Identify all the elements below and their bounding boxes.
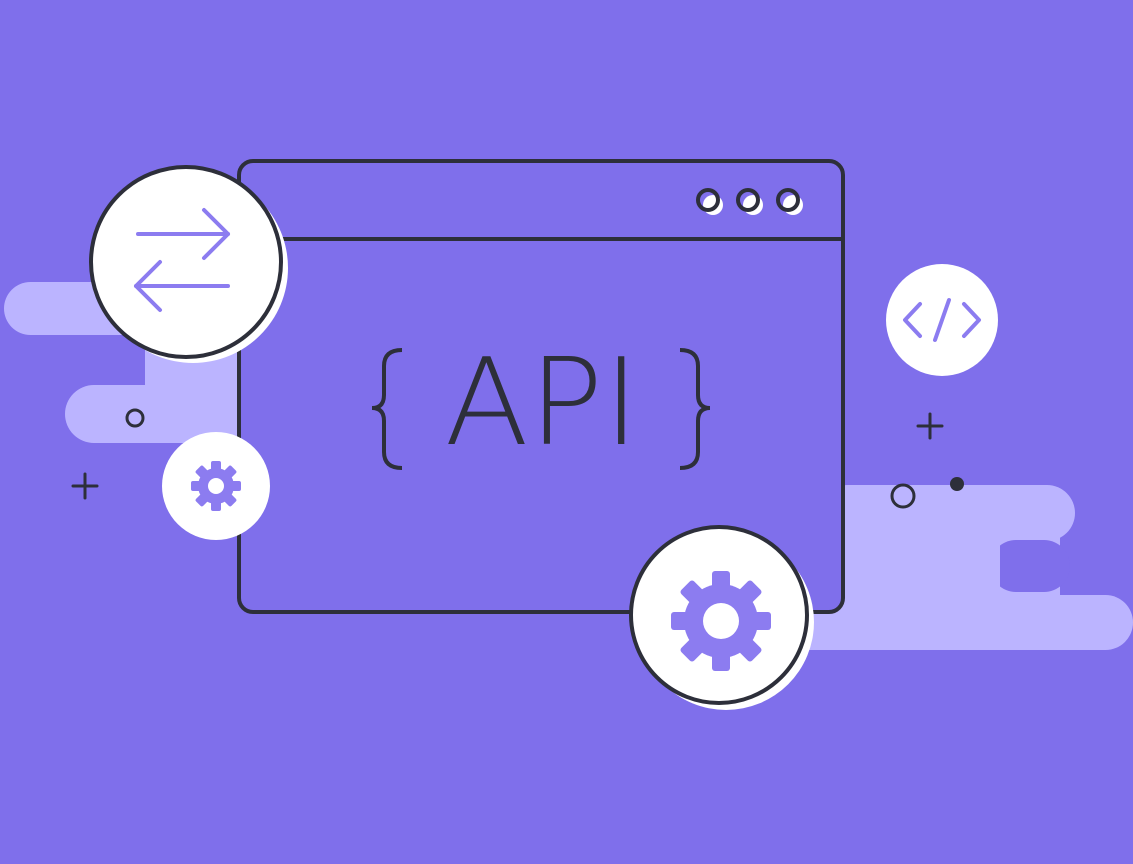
right-cloud	[780, 485, 1133, 650]
browser-window	[237, 159, 845, 614]
gear-icon	[191, 461, 241, 511]
ring-mark-right	[890, 483, 916, 509]
dot-mark-right	[950, 477, 964, 491]
plus-mark-right	[916, 412, 944, 440]
transfer-badge	[89, 165, 288, 363]
plus-mark-left	[71, 472, 99, 500]
small-gear-badge	[162, 432, 270, 540]
ring-mark-left	[125, 408, 145, 428]
large-gear-badge	[629, 525, 814, 710]
window-dot-3	[776, 188, 803, 215]
code-brackets-icon	[903, 298, 981, 342]
window-dot-1	[696, 188, 723, 215]
api-heading: API	[371, 334, 711, 473]
api-text: API	[445, 334, 640, 473]
close-brace	[679, 348, 711, 470]
decorations	[71, 408, 944, 509]
window-dot-2	[736, 188, 763, 215]
gear-icon	[671, 571, 771, 671]
open-brace	[371, 348, 403, 470]
transfer-arrows-icon	[134, 208, 230, 312]
code-badge	[886, 264, 998, 376]
